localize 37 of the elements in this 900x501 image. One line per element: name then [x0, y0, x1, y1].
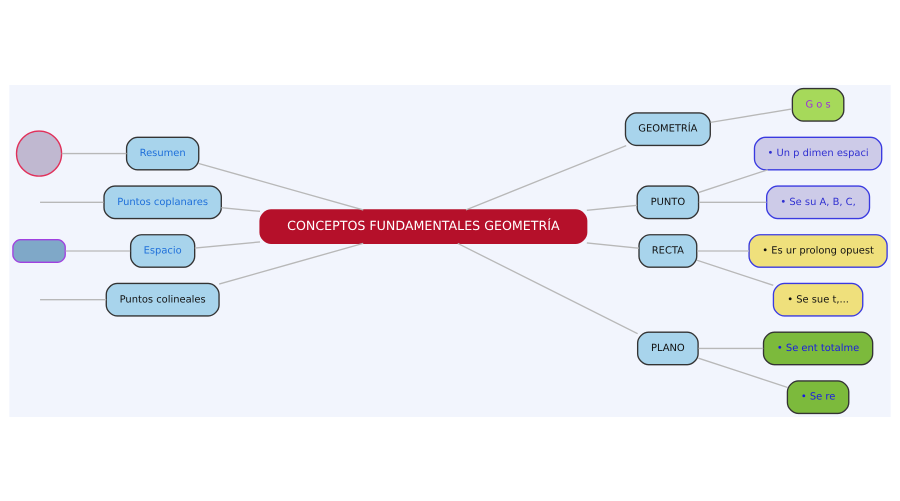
- connector: [586, 242, 639, 248]
- connector: [194, 240, 260, 248]
- node-box: G o s: [792, 87, 844, 122]
- connector: [40, 201, 104, 202]
- connector: [696, 259, 774, 286]
- connector: [698, 168, 768, 193]
- node-box: • Se ent totalme: [762, 331, 874, 365]
- node-box: • Es ur prolong opuest: [748, 234, 888, 268]
- node-box: • Un p dimen espaci: [754, 136, 882, 170]
- connector: [698, 201, 766, 202]
- connector: [698, 357, 788, 388]
- node-box: Espacio: [130, 234, 196, 268]
- node-circle: [16, 130, 62, 176]
- connector: [198, 162, 364, 210]
- node-box: PUNTO: [636, 184, 700, 219]
- connector: [40, 298, 106, 300]
- node-box: RECTA: [638, 234, 698, 268]
- node-box: GEOMETRÍA: [624, 112, 711, 146]
- connector: [466, 144, 626, 210]
- node-box: Puntos colineales: [106, 282, 220, 316]
- node-box: • Se re: [786, 380, 850, 414]
- node-box: [12, 238, 66, 262]
- connector: [221, 206, 260, 212]
- connector: [218, 242, 364, 284]
- connector: [710, 108, 792, 123]
- node-box: • Se su A, B, C,: [766, 184, 870, 219]
- connector: [697, 250, 749, 252]
- node-box: • Se sue t,...: [772, 282, 864, 316]
- connector: [698, 347, 764, 349]
- connector: [586, 204, 638, 210]
- node-box: Resumen: [126, 136, 200, 170]
- node-box: Puntos coplanares: [103, 184, 222, 219]
- connector: [62, 152, 127, 154]
- connector: [457, 242, 638, 334]
- node-box: PLANO: [636, 331, 699, 365]
- connector: [66, 250, 130, 252]
- node-box: CONCEPTOS FUNDAMENTALES GEOMETRÍA: [259, 208, 588, 244]
